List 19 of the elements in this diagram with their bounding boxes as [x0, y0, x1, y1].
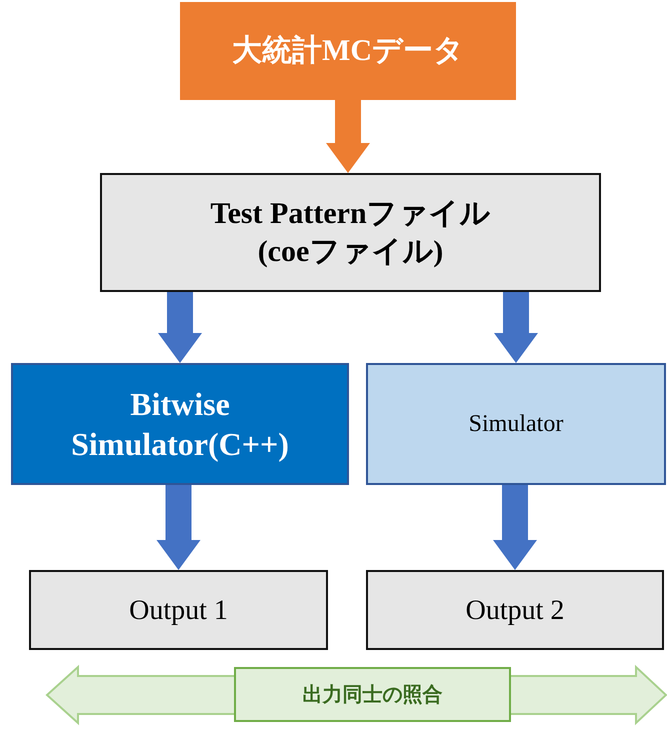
data-source-box — [180, 2, 516, 100]
arrow — [493, 485, 537, 570]
simulator-box — [11, 363, 349, 485]
output-box — [366, 570, 664, 650]
node-label: Output 1 — [129, 594, 228, 628]
arrow — [158, 292, 202, 363]
node-label: Bitwise Simulator(C++) — [70, 385, 290, 464]
arrow — [326, 100, 370, 173]
file-box — [100, 173, 601, 292]
arrow — [494, 292, 538, 363]
node-label: 大統計MCデータ — [232, 33, 464, 70]
simulator-box — [366, 363, 666, 485]
node-label: Simulator — [468, 410, 564, 439]
arrow — [156, 485, 200, 570]
comparison-label-box — [234, 667, 511, 722]
node-label: Test Patternファイル (coeファイル) — [209, 196, 492, 270]
node-label: 出力同士の照合 — [302, 682, 442, 707]
node-label: Output 2 — [466, 594, 564, 628]
output-box — [29, 570, 328, 650]
